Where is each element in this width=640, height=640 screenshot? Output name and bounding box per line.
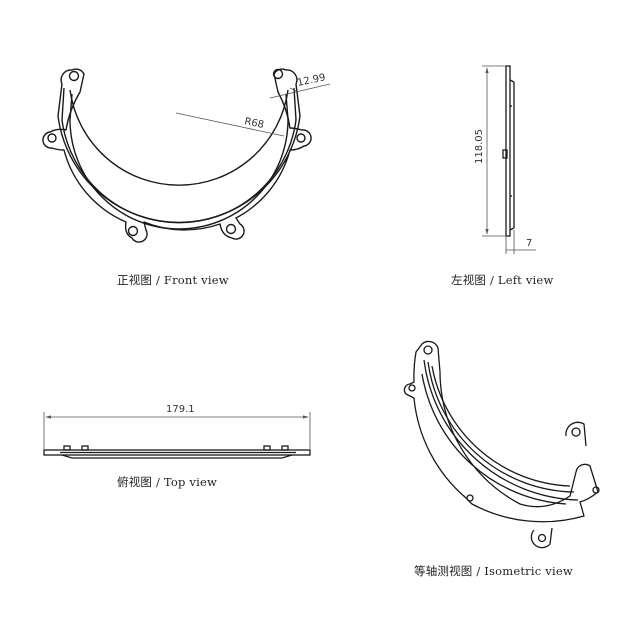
front-slot-outer <box>61 87 297 224</box>
front-hole-right <box>296 133 306 143</box>
front-hole-bottom-left <box>127 225 139 237</box>
iso-lug-bottom <box>530 527 553 549</box>
top-dimensions <box>43 412 311 449</box>
iso-hole-bottom-left <box>466 494 474 502</box>
left-plate-edge-3 <box>509 227 515 231</box>
iso-hole-left <box>408 384 416 392</box>
top-view <box>43 445 311 459</box>
left-plate-body <box>505 65 511 237</box>
front-inner-arc <box>69 89 289 186</box>
front-width-leader <box>269 83 331 99</box>
front-dimensions <box>175 83 331 137</box>
left-view <box>502 65 515 237</box>
front-hole-left <box>47 133 57 143</box>
front-dim-width: 12.99 <box>296 72 326 89</box>
iso-view <box>403 340 600 549</box>
front-width-tick <box>289 87 299 93</box>
front-slot-inner <box>69 93 289 230</box>
iso-lug-right <box>565 421 587 447</box>
iso-outer-contour <box>403 340 599 523</box>
front-view <box>42 68 312 243</box>
front-hole-top-left <box>68 70 80 82</box>
top-edge-step-l <box>61 454 73 459</box>
front-dim-radius: R68 <box>243 116 265 131</box>
iso-hole-top <box>423 345 433 355</box>
left-view-caption: 左视图 / Left view <box>451 273 554 287</box>
front-outer-contour <box>42 68 312 243</box>
iso-inner-arc <box>427 361 575 493</box>
top-dim-length: 179.1 <box>166 404 195 415</box>
front-hole-top-right <box>272 68 284 80</box>
iso-hole-bottom <box>537 533 547 543</box>
left-dim-height: 118.05 <box>474 129 485 164</box>
top-lug-2 <box>81 445 89 451</box>
top-view-caption: 俯视图 / Top view <box>117 475 218 489</box>
top-lug-3 <box>263 445 271 451</box>
iso-slot-1 <box>423 359 579 501</box>
top-lug-1 <box>63 445 71 451</box>
front-radius-leader <box>175 112 285 137</box>
top-lug-4 <box>281 445 289 451</box>
left-dimensions <box>482 65 536 254</box>
left-boss <box>502 149 508 159</box>
left-dim-thickness: 7 <box>526 238 532 249</box>
iso-slot-2 <box>431 365 571 487</box>
top-plate-body <box>43 449 311 456</box>
left-plate-edge <box>509 79 515 83</box>
front-hole-bottom-right <box>225 223 237 235</box>
iso-view-caption: 等轴测视图 / Isometric view <box>414 564 573 578</box>
top-edge-step-r <box>281 454 293 459</box>
iso-hole-right-lower <box>592 486 600 494</box>
front-view-caption: 正视图 / Front view <box>117 273 229 287</box>
iso-hole-right <box>571 427 581 437</box>
iso-slot-3 <box>421 373 567 505</box>
